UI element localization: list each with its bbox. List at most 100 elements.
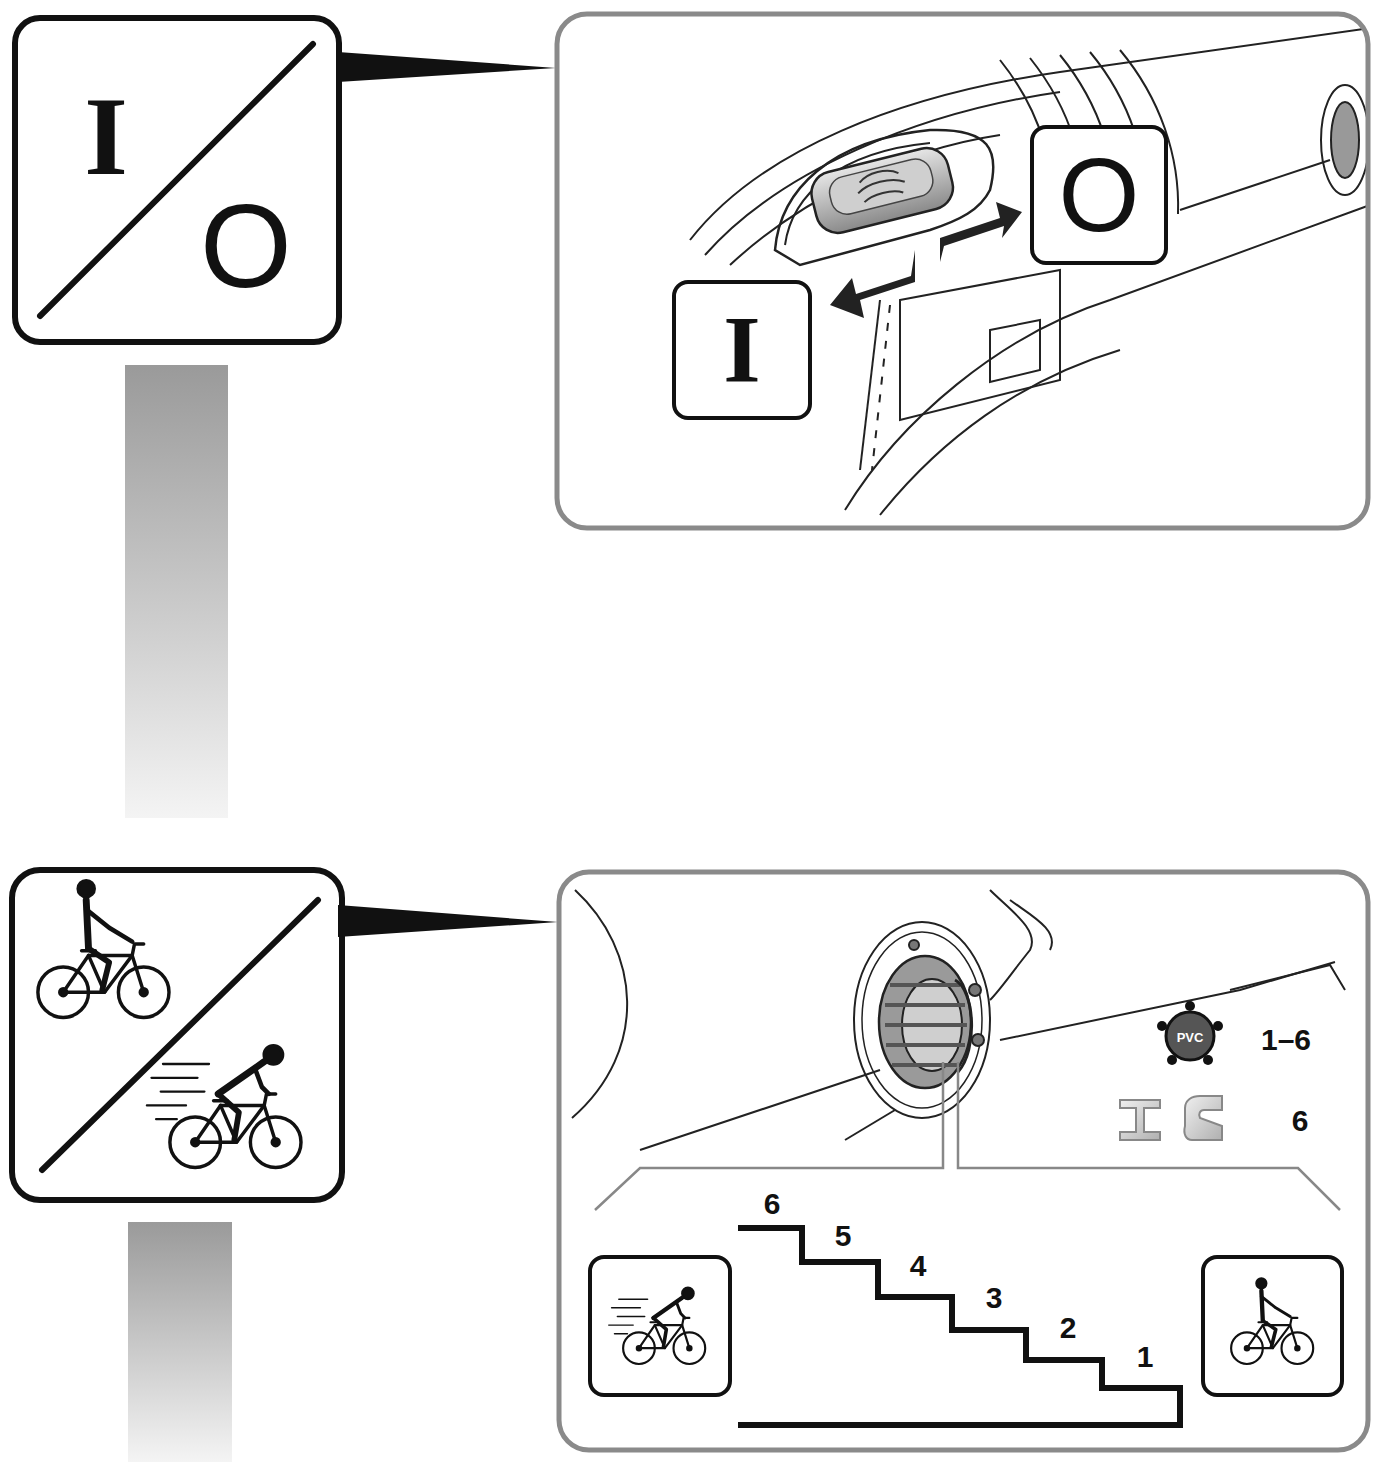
slow-icon-box — [1203, 1257, 1342, 1395]
speed-range: 1–6 — [1261, 1025, 1311, 1055]
switch-illustration — [690, 28, 1367, 240]
switch-icon-box: IO — [12, 15, 342, 345]
callout-wedge — [338, 905, 558, 937]
pvc-symbol — [1157, 1021, 1167, 1031]
slide-switch — [854, 166, 907, 203]
switch-illustration — [1180, 160, 1330, 210]
fast-bike-icon — [221, 1105, 265, 1142]
speed-dial-illustration — [845, 1110, 895, 1140]
bracket-lines — [595, 1062, 943, 1210]
slow-bike-icon — [1261, 1296, 1290, 1316]
slow-bike-icon — [38, 881, 169, 1018]
slow-bike-icon — [63, 990, 104, 993]
speed-step-number: 3 — [986, 1283, 1003, 1313]
switch-symbol: O — [1059, 143, 1140, 247]
slide-switch — [807, 143, 1022, 318]
speed-dial-illustration — [972, 1034, 984, 1046]
speed-range: 6 — [1292, 1106, 1309, 1136]
speed-dial-illustration — [909, 940, 919, 950]
fast-bike-icon — [614, 1333, 627, 1334]
switch-illustration — [730, 135, 1000, 265]
fast-bike-icon — [161, 1090, 205, 1092]
bracket-lines — [958, 1062, 1340, 1210]
speed-dial-illustration — [572, 890, 627, 1118]
switch-illustration — [775, 130, 993, 265]
speed-dial-illustration — [854, 922, 990, 1118]
switch-illustration — [872, 305, 890, 470]
material-label: PVC — [1177, 1031, 1204, 1044]
fast-bike-icon — [609, 1324, 633, 1325]
speed-step-number: 2 — [1060, 1313, 1077, 1343]
pvc-symbol — [1185, 1001, 1195, 1011]
bracket-lines — [595, 1062, 1340, 1210]
switch-symbol: I — [723, 302, 760, 398]
speed-dial-illustration — [955, 980, 972, 1072]
switch-illustration — [880, 350, 1120, 515]
fast-bike-icon — [609, 1288, 705, 1364]
pvc-symbol — [1213, 1021, 1223, 1031]
on-label-box: I — [672, 280, 812, 420]
slide-switch — [807, 143, 958, 237]
slow-bike-icon — [86, 909, 132, 941]
slide-switch — [807, 143, 958, 237]
slide-switch — [826, 156, 936, 218]
switch-illustration — [860, 300, 880, 470]
detail-panel — [559, 872, 1368, 1450]
callout-wedge — [338, 52, 556, 82]
fast-bike-icon — [147, 1046, 301, 1168]
speed-step-number: 6 — [764, 1189, 781, 1219]
switch-illustration — [1321, 85, 1367, 195]
slow-bike-icon — [89, 949, 110, 990]
switch-illustration — [690, 28, 1367, 515]
pvc-symbol — [1157, 1001, 1223, 1065]
switch-illustration — [990, 320, 1040, 382]
slow-bike-icon — [1256, 1278, 1266, 1288]
fast-bike-icon — [163, 1063, 209, 1065]
detail-panel — [557, 14, 1368, 528]
speed-dial-illustration — [1010, 900, 1052, 950]
pvc-symbol — [1167, 1055, 1177, 1065]
switch-symbol: I — [84, 80, 128, 192]
slow-bike-icon — [1231, 1278, 1313, 1364]
speed-dial-illustration — [640, 1070, 880, 1150]
speed-dial-illustration — [885, 985, 967, 1065]
switch-symbol: O — [200, 187, 292, 305]
bike-icons — [38, 881, 1313, 1364]
gradient-bar — [128, 1222, 232, 1462]
speed-dial-illustration — [990, 890, 1032, 1000]
pvc-symbol — [1203, 1055, 1213, 1065]
fast-bike-icon — [152, 1077, 198, 1079]
switch-illustration — [1331, 102, 1359, 178]
slow-bike-icon — [132, 944, 144, 956]
speed-staircase — [738, 1228, 1180, 1425]
speed-step-number: 1 — [1137, 1342, 1154, 1372]
steel-symbols — [1184, 1096, 1222, 1140]
fast-icon-box — [590, 1257, 730, 1395]
pvc-symbol — [1166, 1012, 1214, 1060]
fast-bike-icon — [619, 1298, 648, 1299]
fast-bike-icon — [655, 1325, 682, 1348]
gradient-bar — [125, 365, 228, 818]
switch-illustration — [900, 270, 1060, 420]
speed-icon-box — [12, 870, 342, 1200]
fast-bike-icon — [195, 1140, 236, 1143]
fast-bike-icon — [255, 1069, 269, 1094]
fast-bike-icon — [147, 1104, 186, 1106]
slow-bike-icon — [1247, 1347, 1273, 1349]
slow-bike-icon — [1263, 1321, 1276, 1347]
slide-switch — [830, 250, 915, 318]
slow-bike-icon — [78, 881, 94, 897]
fast-bike-icon — [653, 1318, 666, 1347]
divider-line — [42, 900, 318, 1170]
slide-switch — [940, 202, 1022, 262]
fast-bike-icon — [676, 1302, 685, 1318]
speed-dial-illustration — [862, 932, 982, 1108]
divider-line — [40, 44, 313, 316]
fast-bike-icon — [639, 1347, 665, 1349]
fast-bike-icon — [218, 1094, 239, 1140]
speed-dial-illustration — [1230, 965, 1345, 990]
steel-symbols — [1120, 1100, 1160, 1140]
speed-step-number: 5 — [835, 1221, 852, 1251]
off-label-box: O — [1030, 125, 1168, 265]
